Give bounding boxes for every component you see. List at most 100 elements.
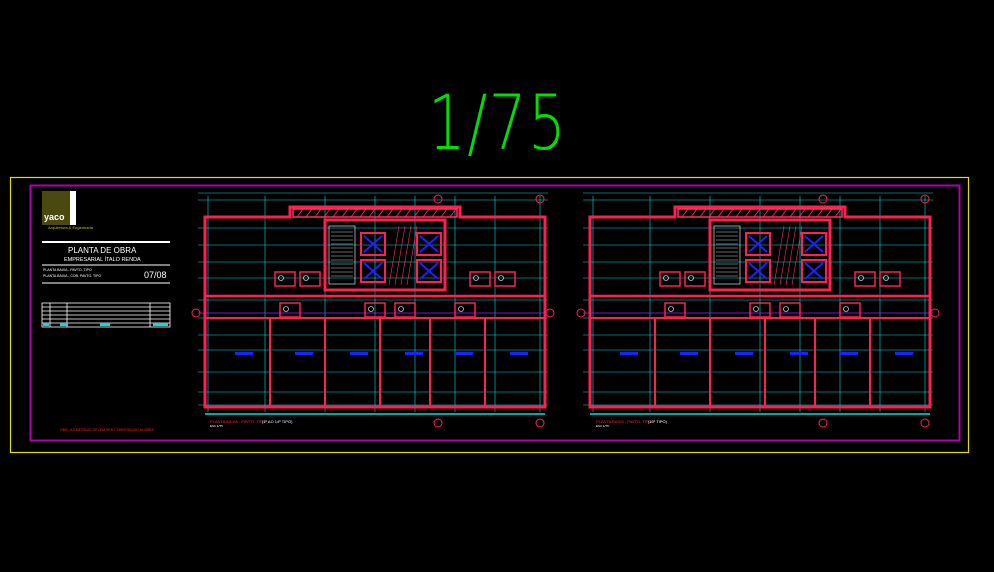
toilet-fixture xyxy=(303,275,309,281)
restroom xyxy=(779,302,801,318)
toilet-fixture xyxy=(753,306,759,312)
elevator-shaft xyxy=(745,259,771,283)
toilet-fixture xyxy=(278,275,284,281)
restroom xyxy=(454,302,476,318)
hatch-line xyxy=(798,208,806,218)
unit-label xyxy=(405,352,423,355)
floor-plans xyxy=(191,192,940,428)
unit-label xyxy=(620,352,638,355)
elevator-cross xyxy=(804,262,824,280)
toilet-fixture xyxy=(858,275,864,281)
unit-label xyxy=(510,352,528,355)
hatch-line xyxy=(690,208,698,218)
unit-label xyxy=(895,352,913,355)
grid-axis-bubble xyxy=(191,308,201,318)
toilet-fixture xyxy=(668,306,674,312)
grid-axis-bubble xyxy=(545,308,555,318)
grid-axis-bubble xyxy=(818,194,828,204)
building-core xyxy=(708,218,832,292)
hatch-line xyxy=(717,208,725,218)
elevator-cross xyxy=(748,235,768,253)
hatch-line xyxy=(785,225,797,286)
toilet-fixture xyxy=(783,306,789,312)
unit-label xyxy=(455,352,473,355)
restroom xyxy=(749,302,771,318)
toilet-fixture xyxy=(843,306,849,312)
hatch-line xyxy=(834,208,842,218)
toilet-fixture xyxy=(283,306,289,312)
drawing-scale-label: 1/75 xyxy=(428,78,568,167)
unit-label xyxy=(350,352,368,355)
plan-subtitle: (15º TIPO) xyxy=(648,419,667,424)
sheet-list-item: PLANTA BAIXA - COB. PAVTO. TIPO xyxy=(43,274,102,278)
hatch-line xyxy=(314,208,322,218)
hatch-line xyxy=(440,208,448,218)
toilet-fixture xyxy=(663,275,669,281)
hatch-line xyxy=(386,208,394,218)
hatch-line xyxy=(404,208,412,218)
hatch-line xyxy=(681,208,689,218)
hatch-line xyxy=(744,208,752,218)
toilet-fixture xyxy=(883,275,889,281)
elevator-cross xyxy=(419,235,439,253)
hatch-line xyxy=(708,208,716,218)
grid-axis-bubble xyxy=(576,308,586,318)
hatch-line xyxy=(449,208,457,218)
hatch-line xyxy=(395,208,403,218)
grid-axis-bubble xyxy=(920,418,930,428)
hatch-line xyxy=(780,208,788,218)
hatch-line xyxy=(377,208,385,218)
staircase xyxy=(713,225,741,285)
restroom xyxy=(279,302,301,318)
unit-label xyxy=(295,352,313,355)
hatch-line xyxy=(332,208,340,218)
grid-axis-bubble xyxy=(433,194,443,204)
elevator-cross xyxy=(363,262,383,280)
restroom xyxy=(494,271,516,287)
hatch-line xyxy=(350,208,358,218)
elevator-cross xyxy=(804,235,824,253)
toilet-fixture xyxy=(688,275,694,281)
hatch-line xyxy=(762,208,770,218)
hatch-line xyxy=(422,208,430,218)
restroom xyxy=(659,271,681,287)
unit-label xyxy=(840,352,858,355)
unit-label xyxy=(735,352,753,355)
restroom xyxy=(299,271,321,287)
hatch-line xyxy=(773,225,785,286)
toilet-fixture xyxy=(473,275,479,281)
grid-axis-bubble xyxy=(535,194,545,204)
hatch-line xyxy=(413,208,421,218)
hatch-line xyxy=(699,208,707,218)
elevator-cross xyxy=(748,262,768,280)
hatch-line xyxy=(825,208,833,218)
hatch-line xyxy=(296,208,304,218)
hatch-line xyxy=(816,208,824,218)
elevator-shaft xyxy=(360,232,386,256)
toilet-fixture xyxy=(368,306,374,312)
hatch-line xyxy=(735,208,743,218)
toilet-fixture xyxy=(458,306,464,312)
restroom xyxy=(469,271,491,287)
hatch-line xyxy=(388,225,400,286)
plan-title: PLANTA BAIXA - PAVTO. TIPO xyxy=(596,419,652,424)
plan-scale: ESC 1/75 xyxy=(596,424,609,428)
unit-label xyxy=(235,352,253,355)
restroom xyxy=(839,302,861,318)
elevator-shaft xyxy=(416,232,442,256)
general-note: OBS.: AS MEDIDAS DEVEM SER CONFERIDAS NA… xyxy=(60,428,154,432)
restroom xyxy=(274,271,296,287)
hatch-line xyxy=(368,208,376,218)
logo-subtitle: Arquitetura & Engenharia xyxy=(48,225,93,230)
restroom xyxy=(879,271,901,287)
hatch-line xyxy=(323,208,331,218)
project-name: EMPRESARIAL ÍTALO RENDA xyxy=(64,257,141,263)
restroom xyxy=(664,302,686,318)
hatch-line xyxy=(394,225,406,286)
grid-axis-bubble xyxy=(930,308,940,318)
sheet-number: 07/08 xyxy=(144,270,167,280)
inner-border xyxy=(29,184,961,442)
restroom xyxy=(394,302,416,318)
unit-label xyxy=(680,352,698,355)
